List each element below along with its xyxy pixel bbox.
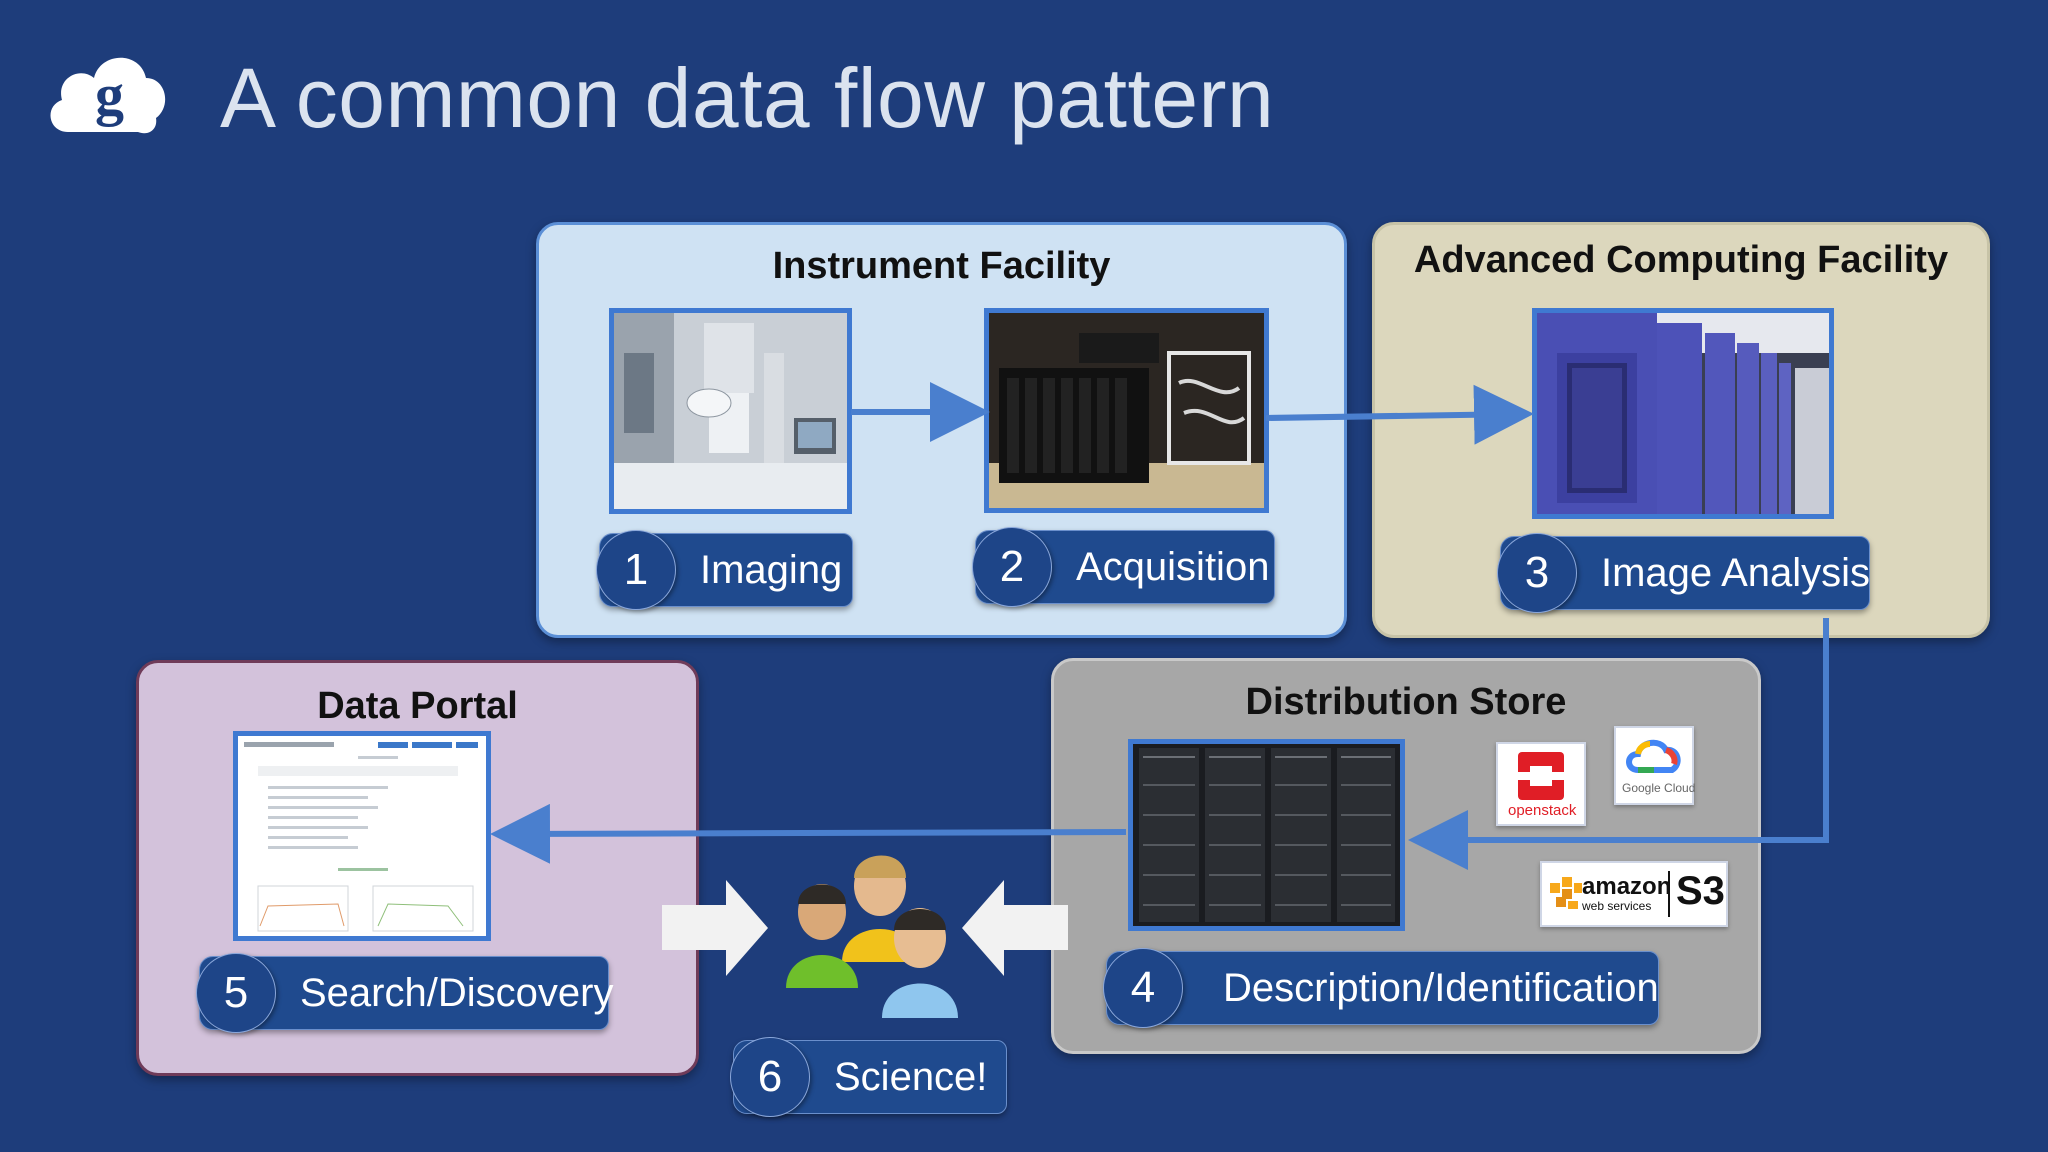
- aws-webservices-text: web services: [1582, 899, 1652, 913]
- panel-title: Distribution Store: [1245, 681, 1567, 723]
- step-label: Acquisition: [1076, 545, 1270, 589]
- step-number: 4: [1103, 948, 1183, 1028]
- microscope-photo: [609, 308, 852, 514]
- step-1-pill: 1 Imaging: [596, 530, 853, 610]
- panel-title: Instrument Facility: [772, 245, 1111, 287]
- svg-text:g: g: [95, 62, 124, 127]
- openstack-text: openstack: [1508, 802, 1577, 819]
- instrument-facility-panel: Instrument Facility: [536, 222, 1347, 638]
- supercomputer-photo: [1532, 308, 1834, 519]
- step-number: 5: [196, 953, 276, 1033]
- storage-server-photo: [984, 308, 1269, 513]
- data-portal-panel: Data Portal: [136, 660, 699, 1076]
- globus-logo-icon: g: [50, 57, 166, 134]
- portal-screenshot: [233, 731, 491, 941]
- step-6-pill: 6 Science!: [730, 1037, 1007, 1117]
- step-3-pill: 3 Image Analysis: [1497, 533, 1871, 613]
- distribution-store-panel: Distribution Store: [1051, 658, 1761, 1054]
- step-label: Science!: [834, 1055, 988, 1099]
- panel-title: Advanced Computing Facility: [1413, 239, 1949, 281]
- google-cloud-logo: Google Cloud: [1614, 726, 1696, 805]
- step-label: Image Analysis: [1601, 551, 1871, 595]
- aws-s3-logo: amazon web services S3: [1540, 861, 1728, 927]
- server-rack-photo: [1128, 739, 1405, 931]
- openstack-logo: openstack: [1496, 742, 1586, 826]
- panel-title: Data Portal: [317, 685, 518, 727]
- step-number: 3: [1497, 533, 1577, 613]
- step-label: Imaging: [700, 548, 843, 592]
- step-2-pill: 2 Acquisition: [972, 527, 1275, 607]
- page-title: A common data flow pattern: [220, 51, 1275, 145]
- step-5-pill: 5 Search/Discovery: [196, 953, 613, 1033]
- scientists-icon: [786, 855, 958, 1018]
- step-label: Search/Discovery: [300, 971, 614, 1015]
- step-number: 6: [730, 1037, 810, 1117]
- step-label: Description/Identification: [1223, 966, 1659, 1010]
- advanced-computing-panel: Advanced Computing Facility 3 Image Anal…: [1372, 222, 1990, 638]
- step-number: 1: [596, 530, 676, 610]
- aws-amazon-text: amazon: [1582, 873, 1672, 900]
- google-cloud-text: Google Cloud: [1622, 781, 1696, 795]
- step-4-pill: 4 Description/Identification: [1103, 948, 1659, 1028]
- aws-s3-text: S3: [1676, 869, 1725, 913]
- aws-divider: [1668, 871, 1670, 917]
- step-number: 2: [972, 527, 1052, 607]
